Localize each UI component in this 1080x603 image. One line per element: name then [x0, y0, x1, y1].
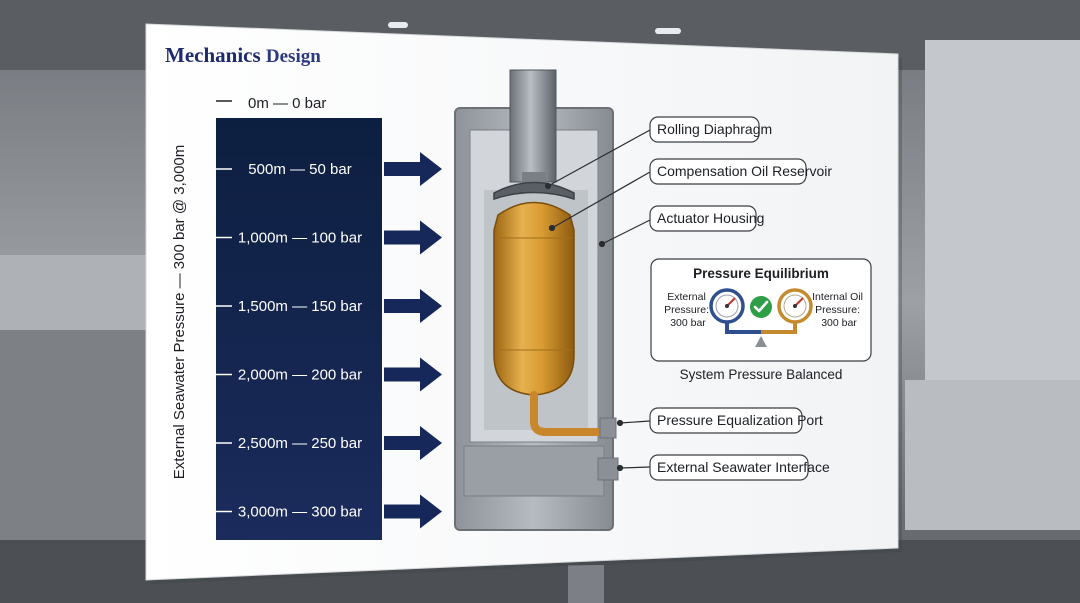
svg-text:Pressure Equalization Port: Pressure Equalization Port — [657, 412, 823, 428]
depth-pressure-column — [216, 118, 382, 540]
svg-text:Compensation Oil Reservoir: Compensation Oil Reservoir — [657, 163, 832, 179]
board-stand-pole — [568, 565, 604, 603]
office-shelf — [0, 255, 150, 335]
oil-pipe — [530, 391, 609, 436]
depth-levels: 500m — 50 bar 1,000m — 100 bar 1,500m — 15… — [216, 152, 442, 529]
external-pressure-gauge-icon — [709, 288, 745, 324]
ceiling-light — [388, 22, 408, 28]
internal-oil-pressure-gauge-icon — [777, 288, 813, 324]
pressure-arrow-icon — [384, 152, 442, 186]
actuator-shaft — [509, 69, 557, 183]
callout-rolling-diaphragm: Rolling Diaphragm — [649, 116, 772, 143]
pressure-arrow-icon — [384, 494, 442, 529]
depth-level-label: 500m — 50 bar — [248, 161, 351, 178]
system-status-text: System Pressure Balanced — [680, 367, 843, 382]
callout-external-seawater-interface: External Seawater Interface — [649, 454, 830, 481]
callout-pressure-equalization-port: Pressure Equalization Port — [649, 407, 823, 434]
depth-level-label: 3,000m — 300 bar — [238, 504, 362, 521]
pressure-equilibrium-panel: Pressure Equilibrium External Pressure: … — [650, 258, 872, 362]
window-panel — [925, 40, 1080, 400]
depth-level-label: 1,500m — 150 bar — [238, 298, 362, 315]
svg-text:Actuator Housing: Actuator Housing — [657, 210, 764, 226]
svg-text:External Seawater Interface: External Seawater Interface — [657, 459, 830, 475]
callout-compensation-oil-reservoir: Compensation Oil Reservoir — [649, 158, 832, 185]
equalization-port-fitting — [599, 417, 617, 439]
pressure-arrow-icon — [384, 220, 442, 255]
svg-text:Rolling Diaphragm: Rolling Diaphragm — [657, 121, 772, 137]
callout-actuator-housing: Actuator Housing — [649, 205, 764, 232]
ceiling-light — [655, 28, 681, 34]
pressure-arrow-icon — [384, 289, 442, 323]
depth-top-label: 0m — 0 bar — [248, 95, 326, 112]
external-pressure-label: External Pressure: 300 bar — [664, 291, 712, 329]
pressure-arrow-icon — [384, 357, 442, 392]
office-desk — [905, 380, 1080, 530]
compensation-oil-reservoir — [493, 201, 575, 396]
balance-fulcrum — [755, 336, 767, 347]
seawater-interface-port — [597, 457, 619, 481]
depth-level-label: 2,500m — 250 bar — [238, 435, 362, 452]
callout-leaders — [544, 129, 651, 472]
equilibrium-title: Pressure Equilibrium — [693, 266, 829, 281]
depth-axis-label: External Seawater Pressure — 300 bar @ 3… — [171, 145, 188, 480]
pressure-arrow-icon — [384, 426, 442, 460]
depth-level-label: 2,000m — 200 bar — [238, 367, 362, 384]
brand-logo: Mechanics Design — [165, 43, 321, 67]
internal-pressure-label: Internal Oil Pressure: 300 bar — [812, 291, 866, 329]
rolling-diaphragm — [493, 181, 575, 201]
actuator-housing-lower-chamber — [463, 445, 605, 497]
depth-level-label: 1,000m — 100 bar — [238, 230, 362, 247]
check-icon — [750, 296, 772, 318]
